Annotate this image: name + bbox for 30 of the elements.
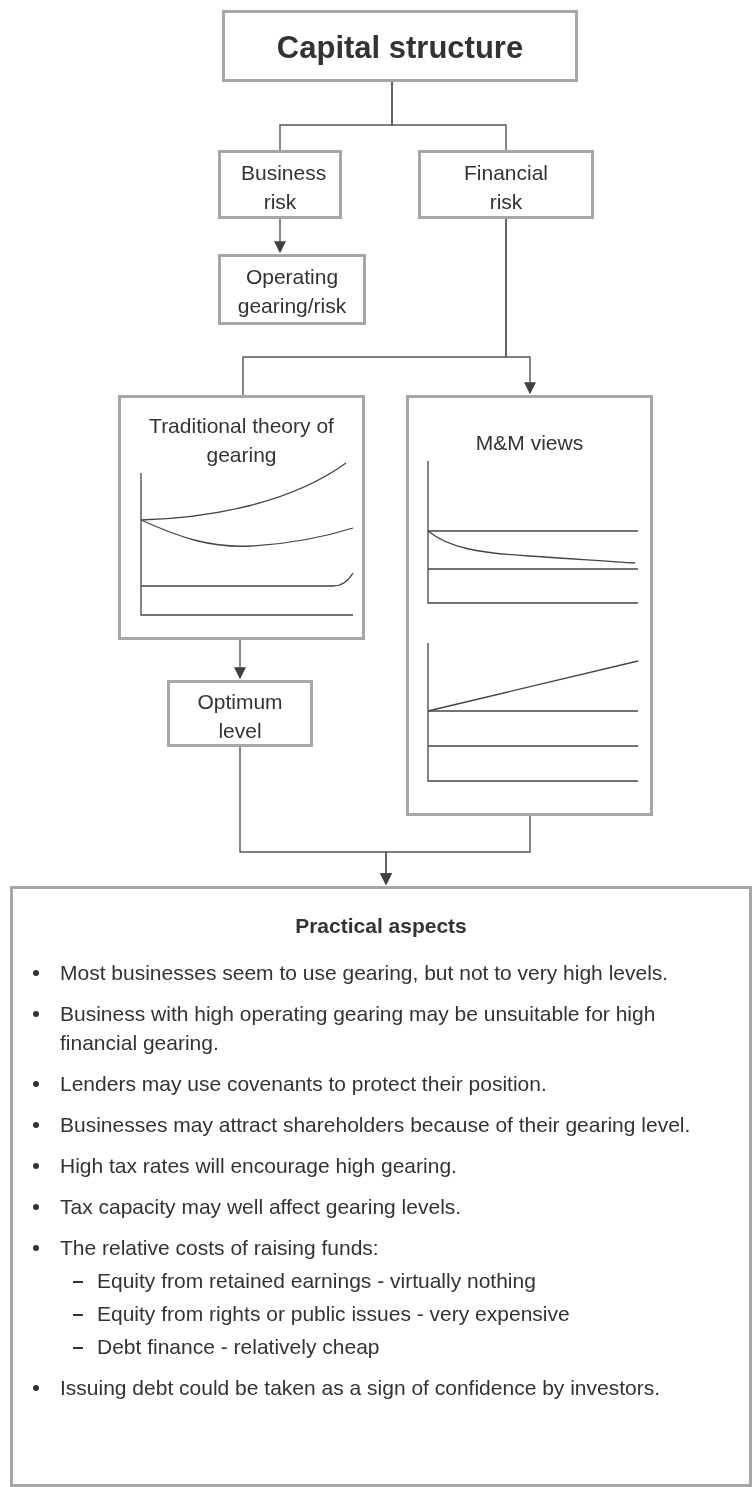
- title-box: [222, 10, 578, 82]
- node-label: M&M views: [474, 430, 585, 456]
- arrow: [505, 218, 536, 395]
- list-item-text: Debt finance - relatively cheap: [97, 1334, 381, 1360]
- list-item-text: High tax rates will encourage high gearing.: [60, 1153, 458, 1179]
- process-box: [418, 150, 594, 219]
- process-box: [167, 680, 313, 747]
- list-item-text: Most businesses seem to use gearing, but not to very high levels.: [60, 960, 670, 986]
- panel-heading: Practical aspects: [294, 913, 468, 939]
- list-item-text: Businesses may attract shareholders because of their gearing level.: [60, 1112, 692, 1138]
- list-item-text: Business with high operating gearing may be unsuitable for high financial gearing.: [60, 1001, 657, 1056]
- text-panel: [10, 886, 752, 1487]
- connector-line: [391, 81, 507, 151]
- node-label: Business risk: [240, 160, 328, 215]
- process-box: [218, 150, 342, 219]
- node-label: Operating gearing/risk: [236, 264, 348, 319]
- list-item-text: Equity from rights or public issues - very expensive: [97, 1301, 571, 1327]
- list-item-text: Equity from retained earnings - virtually nothing: [97, 1268, 537, 1294]
- list-item-text: Issuing debt could be taken as a sign of confidence by investors.: [60, 1375, 662, 1401]
- node-label: Financial risk: [462, 160, 549, 215]
- list-item-text: Lenders may use covenants to protect their position.: [60, 1071, 548, 1097]
- arrow: [274, 218, 286, 254]
- arrow: [234, 639, 246, 680]
- arrow: [380, 815, 531, 886]
- node-label: Capital structure: [275, 30, 525, 66]
- node-label: Traditional theory of gearing: [148, 413, 335, 468]
- list-item-text: Tax capacity may well affect gearing levels.: [60, 1194, 463, 1220]
- list-item-text: The relative costs of raising funds:: [60, 1235, 380, 1261]
- node-label: Optimum level: [196, 689, 284, 744]
- process-box: [218, 254, 366, 325]
